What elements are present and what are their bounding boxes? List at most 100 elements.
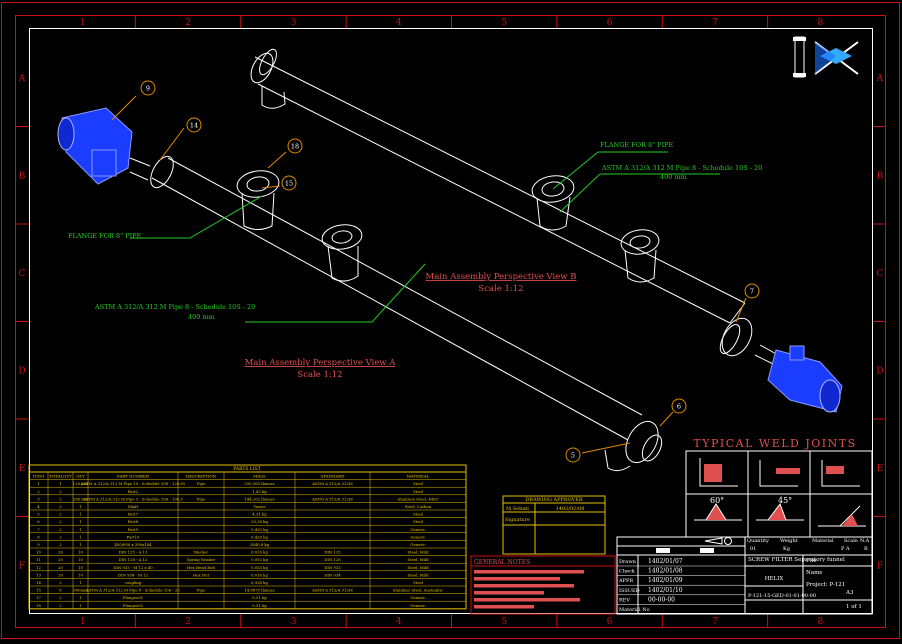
parts-list-header: MASS	[253, 474, 266, 479]
row-label-right: B	[877, 171, 884, 181]
parts-list-cell: Part9	[128, 527, 139, 532]
item-balloon	[565, 447, 581, 463]
weight-label: Weight	[780, 538, 798, 544]
parts-list-cell: Pipe	[197, 496, 206, 501]
item-balloon-number: 15	[285, 180, 293, 188]
parts-list-cell: 1	[79, 534, 81, 539]
approver-title: DRAWING APPROVER	[525, 497, 583, 503]
date-row-value: 00-00-00	[648, 596, 675, 603]
item-balloon-number: 14	[190, 122, 198, 130]
column-label-top: 6	[607, 18, 613, 28]
date-row-label: APPR	[618, 578, 633, 584]
parts-list-cell: 2	[59, 504, 62, 509]
parts-list-cell: 6	[37, 519, 40, 524]
general-notes-title: GENERAL NOTES	[474, 559, 530, 566]
column-label-top: 1	[80, 18, 86, 28]
parts-list-cell: DIN 125 - A 13	[119, 550, 148, 555]
weight-unit: Kg	[783, 546, 791, 552]
item-balloon	[287, 138, 303, 154]
parts-list-cell: 2	[59, 512, 62, 517]
parts-list-cell: 1	[79, 527, 81, 532]
callouts: FLANGE FOR 8" PIPE ASTM A 312/A 312 M Pi…	[68, 141, 762, 323]
parts-list-cell: 0,016 kg	[251, 572, 268, 577]
parts-list-header: MATERIAL	[407, 474, 430, 479]
parts-list-cell: 2	[59, 580, 62, 585]
date-row-value: 1402/01/09	[648, 577, 683, 584]
item-balloon	[671, 398, 687, 414]
item-balloon-number: 7	[750, 288, 754, 296]
view-titles: Main Assembly Perspective View B Scale 1…	[245, 272, 577, 380]
row-label-right: A	[876, 74, 884, 84]
date-row-value: 1402/01/08	[648, 568, 683, 575]
item-balloon-number: 9	[146, 85, 150, 93]
parts-list-cell: ASTM A 312/A 312M	[311, 588, 353, 593]
parts-list-header: STANDARD	[321, 474, 345, 479]
parts-list-cell: Stainless Steel, 440C	[397, 496, 438, 501]
callout-flange-right: FLANGE FOR 8" PIPE	[600, 141, 674, 149]
quantity-label: Quantity	[747, 538, 769, 544]
item-balloon	[186, 117, 202, 133]
scale-label: Scale	[844, 538, 858, 544]
row-label-left: A	[18, 74, 26, 84]
parts-list-cell: Generic	[410, 527, 425, 532]
parts-list-cell: Shaft	[128, 504, 139, 509]
drawing-number: P-121-15-GED-01-01-00-00	[748, 593, 816, 599]
parts-list-cell: 1	[79, 580, 81, 585]
date-row-label: Drawn	[619, 559, 637, 565]
parts-list-cell: Steel	[413, 580, 424, 585]
column-label-bottom: 7	[712, 617, 718, 627]
parts-list-title: PARTS LIST	[233, 466, 261, 472]
row-label-left: F	[19, 561, 25, 571]
motor-left	[57, 107, 133, 185]
parts-list-cell: DIN 933 - M 12 x 40	[113, 565, 153, 570]
parts-list-cell: 13	[36, 572, 41, 577]
item-balloon	[140, 80, 156, 96]
weld-angle-60: 60°	[710, 496, 724, 505]
parts-list-cell: ASTM A 312/A 312M	[311, 496, 353, 501]
date-row-value: 1402/01/10	[648, 587, 683, 594]
approver-name: M.Sehati	[506, 506, 529, 512]
parts-list-cell: 2	[59, 595, 62, 600]
company-logo	[793, 36, 859, 78]
parts-list-cell: Spring Washer	[187, 557, 216, 562]
general-notes-box: GENERAL NOTES	[470, 555, 616, 615]
row-label-right: D	[876, 366, 883, 376]
callout-pipe-left-2: 400 mm	[188, 313, 215, 321]
parts-list-cell: 1	[79, 603, 81, 608]
parts-list-cell: 2	[59, 542, 62, 547]
parts-list-cell: ASTM A 312/A 312 M Pipe 3 - Schedule 10S…	[82, 496, 183, 501]
parts-list-cell: 20	[58, 557, 63, 562]
parts-list-cell: 10	[78, 557, 83, 562]
parts-list-cell: Part8	[128, 519, 139, 524]
parts-list-cell: 11	[36, 557, 41, 562]
parts-list-cell: Varies	[253, 504, 266, 509]
parts-list-cell: DIN 125	[324, 550, 341, 555]
row-label-left: D	[18, 366, 25, 376]
name-label: Name	[806, 570, 823, 576]
company-name: HELIX	[765, 576, 784, 582]
parts-list-cell: Stainless Steel, Austenitic	[393, 588, 443, 593]
parts-list-cell: 17	[36, 595, 41, 600]
parts-list-cell: 8	[59, 588, 62, 593]
parts-list-cell: DIN 933	[324, 565, 341, 570]
scale-value: N.A	[860, 538, 870, 544]
column-label-top: 4	[396, 18, 402, 28]
parts-list-cell: coupling	[125, 580, 142, 585]
parts-list-cell: Pipe	[197, 481, 206, 486]
column-label-bottom: 1	[80, 617, 86, 627]
parts-list-cell: Hex Head Bolt	[187, 565, 216, 570]
parts-list-cell: ASTM A 312/A 312 M Pipe 10 - Schedule 10…	[80, 481, 186, 486]
row-label-right: C	[877, 269, 884, 279]
sheet-count: 1 of 1	[846, 604, 862, 610]
parts-list-cell: 10	[78, 565, 83, 570]
view-b-title: Main Assembly Perspective View B	[426, 272, 577, 282]
balloon-leader	[581, 442, 631, 454]
parts-list-cell: 10	[78, 572, 83, 577]
parts-list-cell: 1	[79, 519, 81, 524]
drawing-approver-box: DRAWING APPROVER M.Sehati 1402/02/08 Sig…	[502, 495, 606, 555]
view-a-assembly	[129, 155, 663, 472]
parts-list-cell: 1	[79, 504, 81, 509]
